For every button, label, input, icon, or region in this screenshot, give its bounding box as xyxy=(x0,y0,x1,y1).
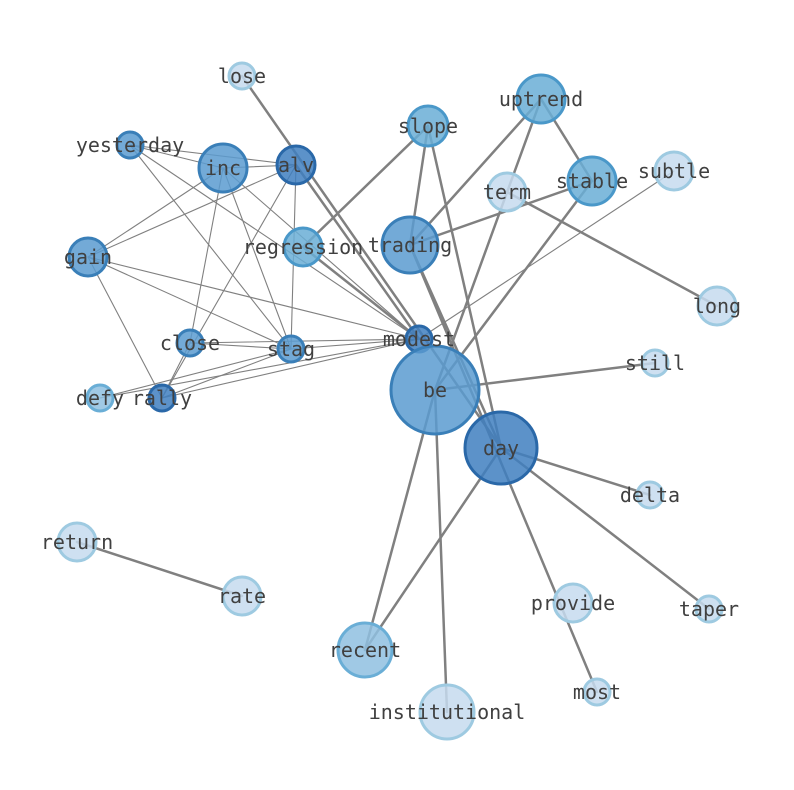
edge-gain-stag xyxy=(87,256,292,350)
node-inc xyxy=(197,142,249,194)
node-label-slope: slope xyxy=(398,114,458,138)
node-most xyxy=(582,677,612,707)
node-label-regression: regression xyxy=(243,235,363,259)
edge-stag-defy xyxy=(99,348,292,399)
node-term xyxy=(486,171,528,213)
node-label-alv: alv xyxy=(278,153,314,177)
node-slope xyxy=(406,104,450,148)
edge-day-taper xyxy=(499,446,711,611)
node-provide xyxy=(552,582,594,624)
edge-alv-gain xyxy=(87,164,297,258)
node-label-modest: modest xyxy=(383,327,455,351)
edge-alv-modest xyxy=(294,163,421,341)
node-defy xyxy=(85,383,115,413)
node-label-taper: taper xyxy=(679,597,739,621)
edge-modest-subtle xyxy=(418,170,675,340)
node-label-long: long xyxy=(693,294,741,318)
node-label-be: be xyxy=(423,378,447,402)
edge-yesterday-stag xyxy=(129,144,292,350)
node-rally xyxy=(147,383,177,413)
node-taper xyxy=(694,594,724,624)
node-label-gain: gain xyxy=(64,245,112,269)
node-delta xyxy=(635,480,665,510)
node-still xyxy=(640,348,670,378)
node-close xyxy=(175,328,205,358)
node-label-stable: stable xyxy=(556,169,628,193)
node-label-term: term xyxy=(483,180,531,204)
edges-layer xyxy=(75,74,719,714)
nodes-layer xyxy=(56,61,738,741)
node-label-rally: rally xyxy=(132,386,192,410)
node-label-close: close xyxy=(160,331,220,355)
edge-return-rate xyxy=(75,540,244,598)
node-regression xyxy=(282,226,324,268)
edge-yesterday-modest xyxy=(129,144,420,340)
node-uptrend xyxy=(515,73,567,125)
edge-inc-close xyxy=(189,167,224,344)
node-subtle xyxy=(653,150,695,192)
edge-stag-rally xyxy=(161,348,292,399)
edge-uptrend-trading xyxy=(408,97,543,247)
node-label-rate: rate xyxy=(218,584,266,608)
edge-be-institutional xyxy=(433,388,449,714)
edge-inc-gain xyxy=(87,167,224,258)
node-label-provide: provide xyxy=(531,591,615,615)
edge-close-modest xyxy=(189,338,420,344)
edge-alv-rally xyxy=(161,164,297,399)
node-trading xyxy=(380,215,440,275)
node-label-most: most xyxy=(573,680,621,704)
node-label-inc: inc xyxy=(205,156,241,180)
node-alv xyxy=(275,144,317,186)
labels-layer: lose uptrend yesterday alv inc slope subtle ter… xyxy=(41,64,741,724)
node-label-subtle: subtle xyxy=(638,159,710,183)
node-label-yesterday: yesterday xyxy=(76,133,184,157)
edge-gain-rally xyxy=(87,256,163,399)
edge-day-recent xyxy=(363,446,503,652)
node-be xyxy=(389,344,481,436)
node-label-stag: stag xyxy=(267,337,315,361)
edge-regression-modest xyxy=(301,245,421,341)
node-recent xyxy=(336,621,394,679)
edge-modest-rally xyxy=(161,338,420,399)
node-label-uptrend: uptrend xyxy=(499,87,583,111)
node-stable xyxy=(566,155,618,207)
node-label-trading: trading xyxy=(368,233,452,257)
node-return xyxy=(56,521,98,563)
node-yesterday xyxy=(115,130,145,160)
node-day xyxy=(463,410,539,486)
node-rate xyxy=(221,575,263,617)
edge-stable-trading xyxy=(408,179,594,247)
node-stag xyxy=(276,334,306,364)
node-label-still: still xyxy=(625,351,685,375)
edge-close-stag xyxy=(189,342,292,350)
node-long xyxy=(696,285,738,327)
edge-slope-day xyxy=(426,124,503,450)
node-gain xyxy=(67,236,109,278)
node-institutional xyxy=(418,683,476,741)
node-label-defy: defy xyxy=(76,386,124,410)
node-label-institutional: institutional xyxy=(369,700,526,724)
node-label-return: return xyxy=(41,530,113,554)
edge-slope-regression xyxy=(301,124,430,249)
node-label-day: day xyxy=(483,436,519,460)
edge-stag-modest xyxy=(290,338,420,350)
node-label-recent: recent xyxy=(329,638,401,662)
edge-inc-stag xyxy=(222,167,292,350)
node-lose xyxy=(227,61,257,91)
node-label-delta: delta xyxy=(620,483,680,507)
node-label-lose: lose xyxy=(218,64,266,88)
edge-gain-modest xyxy=(87,256,420,340)
edge-term-long xyxy=(505,190,719,308)
